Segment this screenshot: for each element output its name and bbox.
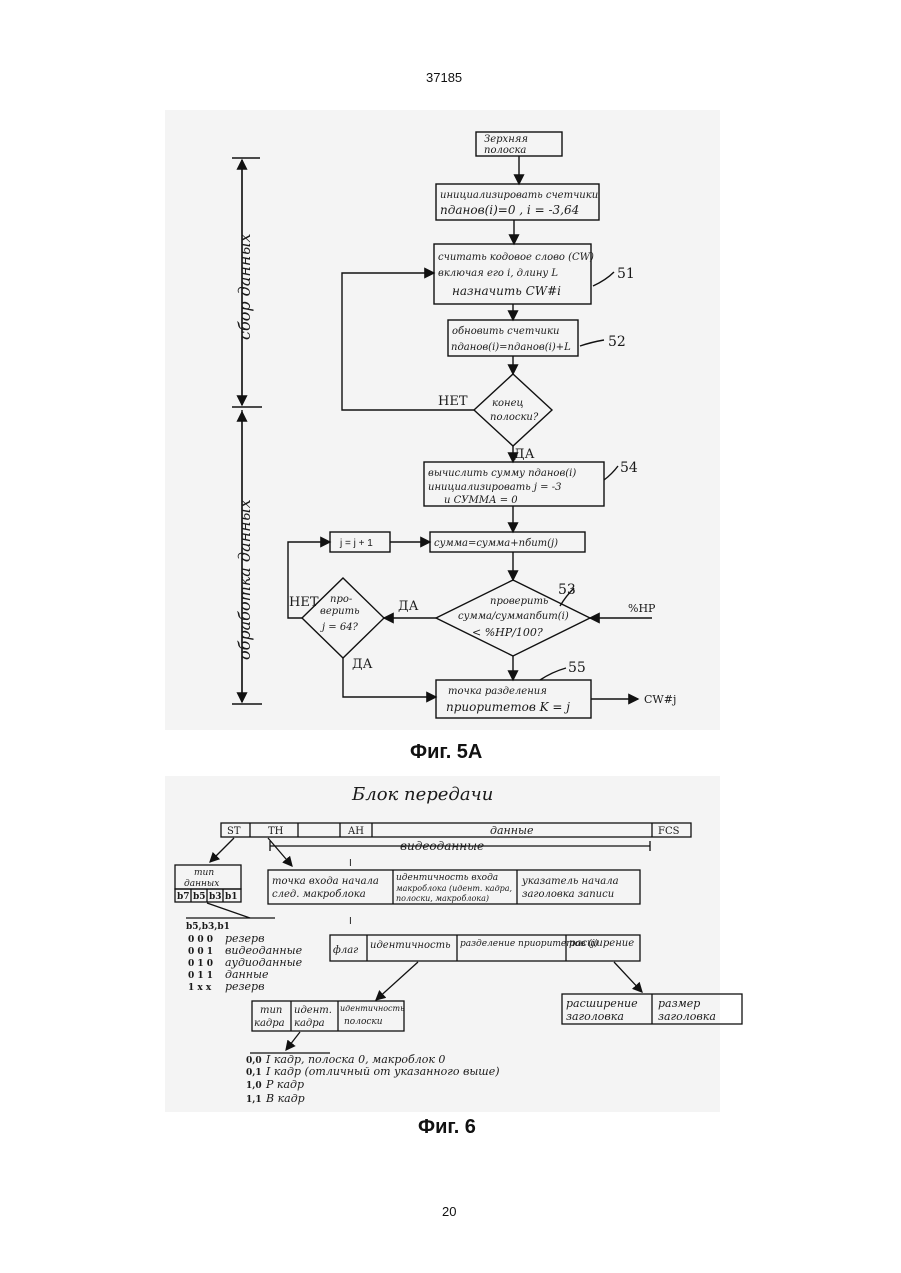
field-th: TH bbox=[268, 826, 284, 837]
ah-field-extension: расширение bbox=[569, 938, 634, 949]
frame-field-2-line-2: кадра bbox=[294, 1018, 325, 1029]
bit-b5: b5 bbox=[193, 892, 206, 902]
frame-field-2-line-1: идент. bbox=[294, 1005, 332, 1016]
legend-text-4: резерв bbox=[225, 980, 265, 993]
fig6-caption: Фиг. 6 bbox=[418, 1116, 476, 1139]
bit-b3: b3 bbox=[209, 892, 222, 902]
field-data: данные bbox=[490, 824, 534, 837]
frame-legend-code-2: 1,0 bbox=[246, 1081, 262, 1091]
frame-legend-text-2: P кадр bbox=[265, 1078, 304, 1091]
type-box-line-2: данных bbox=[184, 879, 219, 889]
th-field-3-line-2: заголовка записи bbox=[522, 889, 614, 900]
th-field-1-line-2: след. макроблока bbox=[272, 889, 366, 900]
marker-2: I bbox=[349, 916, 352, 927]
ext-field-2-line-1: размер bbox=[658, 997, 700, 1010]
frame-legend-text-3: B кадр bbox=[265, 1092, 305, 1105]
frame-legend-code-0: 0,0 bbox=[246, 1056, 262, 1066]
video-label: видеоданные bbox=[400, 839, 484, 853]
th-field-3-line-1: указатель начала bbox=[521, 876, 619, 887]
frame-field-3-line-1: идентичность bbox=[340, 1004, 404, 1013]
legend-code-2: 0 1 0 bbox=[188, 959, 213, 969]
ext-field-1-line-2: заголовка bbox=[566, 1010, 624, 1023]
ext-field-1-line-1: расширение bbox=[566, 997, 638, 1010]
fig6-title: Блок передачи bbox=[351, 784, 493, 805]
frame-legend-code-3: 1,1 bbox=[246, 1095, 262, 1105]
bit-b7: b7 bbox=[177, 892, 190, 902]
frame-field-1-line-1: тип bbox=[260, 1005, 282, 1016]
frame-field-3-line-2: полоски bbox=[344, 1017, 383, 1027]
bit-b1: b1 bbox=[225, 892, 238, 902]
marker-1: I bbox=[349, 858, 352, 869]
page-number: 20 bbox=[442, 1204, 456, 1219]
legend-head: b5,b3,b1 bbox=[186, 922, 230, 932]
legend-code-1: 0 0 1 bbox=[188, 947, 213, 957]
frame-field-1-line-2: кадра bbox=[254, 1018, 285, 1029]
type-box-line-1: тип bbox=[194, 868, 214, 878]
th-field-2-line-2: макроблока (идент. кадра, bbox=[396, 884, 512, 893]
legend-code-4: 1 x x bbox=[188, 983, 212, 993]
th-field-2-line-3: полоски, макроблока) bbox=[396, 894, 489, 903]
frame-legend-text-1: I кадр (отличный от указанного выше) bbox=[265, 1065, 500, 1078]
field-fcs: FCS bbox=[658, 826, 680, 837]
th-field-1-line-1: точка входа начала bbox=[272, 876, 379, 887]
legend-code-0: 0 0 0 bbox=[188, 935, 213, 945]
frame-legend-code-1: 0,1 bbox=[246, 1068, 262, 1078]
field-ah: AH bbox=[347, 826, 364, 837]
field-st: ST bbox=[227, 826, 241, 837]
legend-code-3: 0 1 1 bbox=[188, 971, 213, 981]
th-field-2-line-1: идентичность входа bbox=[396, 873, 498, 883]
ext-field-2-line-2: заголовка bbox=[658, 1010, 716, 1023]
ah-field-identity: идентичность bbox=[370, 940, 451, 951]
ah-field-flag: флаг bbox=[333, 945, 358, 956]
header-row bbox=[221, 823, 691, 837]
